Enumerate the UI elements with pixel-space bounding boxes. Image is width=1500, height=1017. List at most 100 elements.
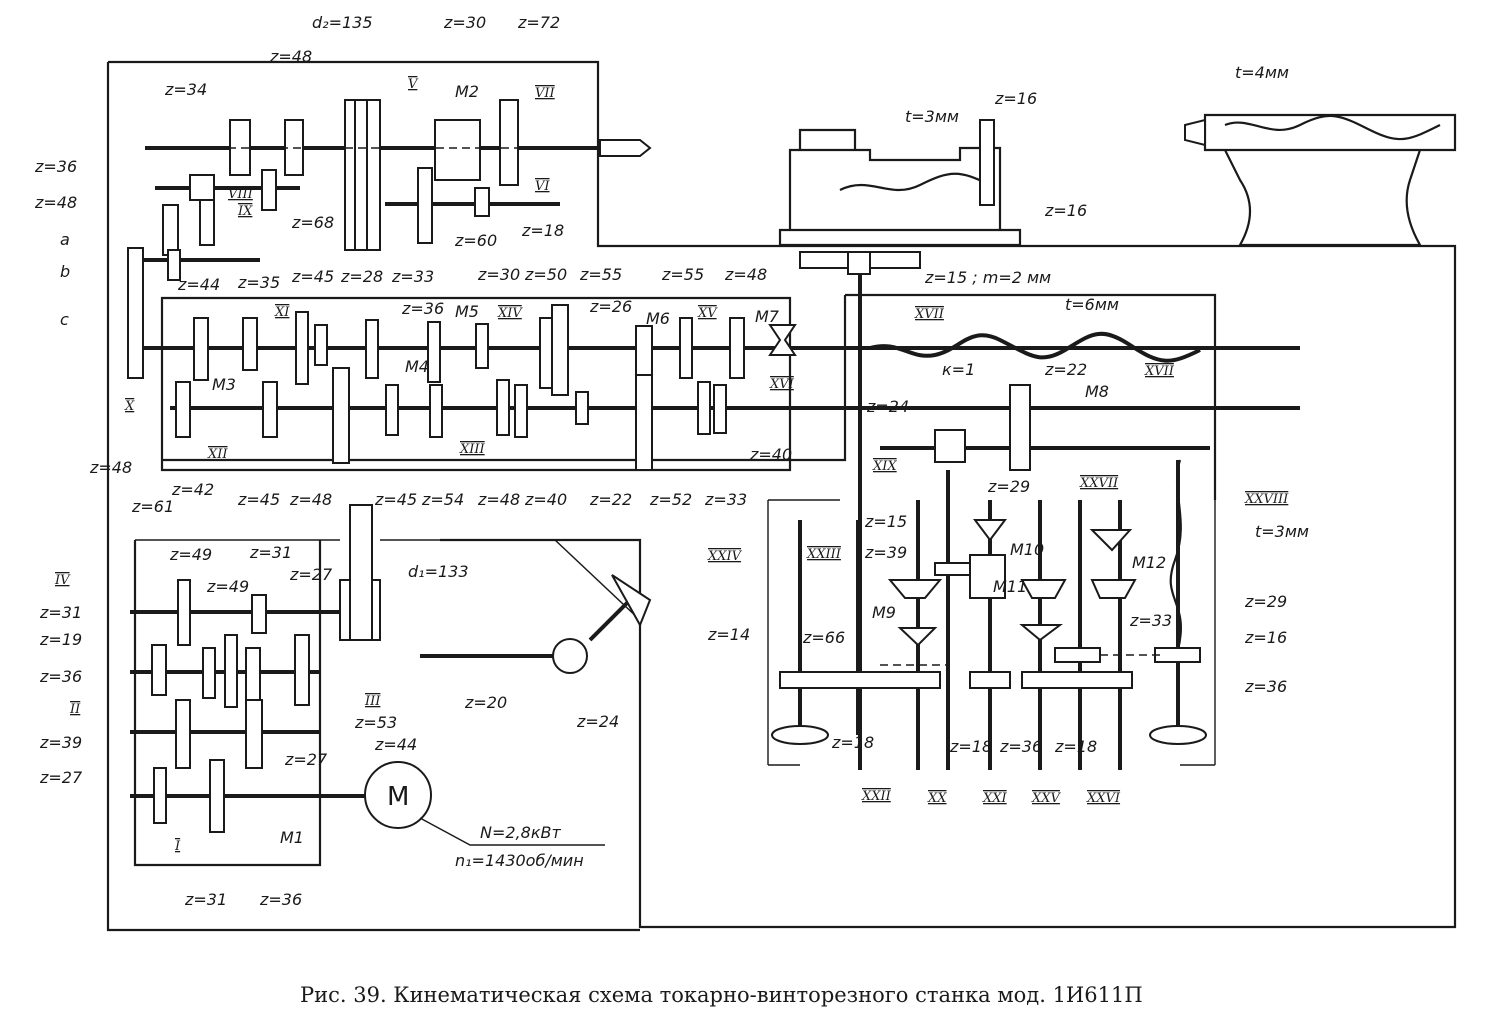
part-label: a <box>60 230 70 249</box>
part-label: z=61 <box>131 497 174 516</box>
part-label: d₁=133 <box>408 562 469 581</box>
part-label: z=40 <box>749 445 792 464</box>
part-label: z=34 <box>164 80 207 99</box>
shaft-label: XXII <box>861 789 892 804</box>
part-label: M6 <box>646 309 670 328</box>
part-label: z=54 <box>421 490 464 509</box>
shaft-label: XV <box>697 306 718 321</box>
shaft-label: XVII <box>914 307 945 322</box>
part-label: z=27 <box>289 565 333 584</box>
part-label: z=33 <box>1129 611 1172 630</box>
part-label: M5 <box>455 302 479 321</box>
part-label: z=55 <box>579 265 622 284</box>
part-label: z=60 <box>454 231 497 250</box>
shaft-label: III <box>364 694 381 709</box>
part-label: z=40 <box>524 490 567 509</box>
part-label: M2 <box>455 82 479 101</box>
part-label: z=66 <box>802 628 845 647</box>
shaft-label: II <box>69 702 81 717</box>
part-label: z=16 <box>994 89 1037 108</box>
part-label: z=29 <box>1244 592 1287 611</box>
shaft-label: XXVIII <box>1244 492 1289 507</box>
part-label: z=48 <box>724 265 767 284</box>
part-label: z=18 <box>831 733 874 752</box>
part-label: z=18 <box>1054 737 1097 756</box>
part-label: t=6мм <box>1065 295 1119 314</box>
part-label: z=29 <box>987 477 1030 496</box>
part-label: z=44 <box>374 735 417 754</box>
shaft-label: VIII <box>228 187 254 202</box>
part-label: M4 <box>405 357 429 376</box>
part-label: z=42 <box>171 480 214 499</box>
part-label: к=1 <box>942 360 975 379</box>
shaft-label: XVI <box>769 377 795 392</box>
part-label: z=18 <box>521 221 564 240</box>
part-label: z=24 <box>866 397 909 416</box>
part-label: z=36 <box>999 737 1042 756</box>
part-label: z=31 <box>184 890 227 909</box>
shaft-label: XXV <box>1031 791 1062 806</box>
shaft-label: XIX <box>872 459 897 474</box>
part-label: z=15 <box>864 512 907 531</box>
part-label: z=24 <box>576 712 619 731</box>
part-label: z=28 <box>340 267 383 286</box>
part-label: z=68 <box>291 213 334 232</box>
shaft-label: VII <box>535 86 556 101</box>
part-label: z=36 <box>39 667 82 686</box>
motor-leader <box>419 817 605 846</box>
part-label: z=36 <box>34 157 77 176</box>
part-label: z=20 <box>464 693 507 712</box>
part-label: z=53 <box>354 713 397 732</box>
gears <box>127 99 1207 833</box>
part-label: z=27 <box>39 768 83 787</box>
part-label: z=48 <box>34 193 77 212</box>
shaft-label: XI <box>274 305 290 320</box>
part-label: z=39 <box>39 733 82 752</box>
part-label: t=3мм <box>1255 522 1309 541</box>
part-label: d₂=135 <box>312 13 373 32</box>
shaft-label: XXIII <box>806 547 842 562</box>
motor-symbol <box>364 761 432 829</box>
shaft-label: IV <box>54 573 71 588</box>
shaft-label: IX <box>237 204 253 219</box>
part-label: z=55 <box>661 265 704 284</box>
shaft-label: XII <box>207 447 228 462</box>
part-label: z=36 <box>401 299 444 318</box>
motor-label: M <box>387 782 409 812</box>
dashed-connections <box>150 147 1160 666</box>
figure-caption: Рис. 39. Кинематическая схема токарно-ви… <box>300 983 1143 1007</box>
part-label: z=19 <box>39 630 82 649</box>
part-label: z=22 <box>1044 360 1087 379</box>
part-label: z=14 <box>707 625 750 644</box>
part-label: z=50 <box>524 265 567 284</box>
part-label: z=16 <box>1244 628 1287 647</box>
part-label: z=49 <box>169 545 212 564</box>
part-label: M11 <box>993 577 1027 596</box>
part-label: z=48 <box>289 490 332 509</box>
shaft-label: XIV <box>497 306 523 321</box>
part-label: z=48 <box>89 458 132 477</box>
shaft-label: XX <box>927 791 947 806</box>
part-label: z=16 <box>1044 201 1087 220</box>
part-label: M12 <box>1132 553 1166 572</box>
part-label: M1 <box>280 828 304 847</box>
part-label: M8 <box>1085 382 1109 401</box>
part-label: z=30 <box>477 265 520 284</box>
part-label: z=22 <box>589 490 632 509</box>
part-label: M7 <box>755 307 780 326</box>
part-label: z=36 <box>1244 677 1287 696</box>
part-label: z=18 <box>949 737 992 756</box>
part-label: t=3мм <box>905 107 959 126</box>
part-label: M10 <box>1010 540 1044 559</box>
part-label: b <box>60 262 70 281</box>
shaft-label: XXIV <box>707 549 743 564</box>
part-label: z=30 <box>443 13 486 32</box>
part-label: z=36 <box>259 890 302 909</box>
part-label: z=35 <box>237 273 280 292</box>
part-label: z=39 <box>864 543 907 562</box>
shaft-label: I <box>174 839 181 854</box>
part-label: z=27 <box>284 750 328 769</box>
part-label: t=4мм <box>1235 63 1289 82</box>
part-label: M9 <box>872 603 896 622</box>
